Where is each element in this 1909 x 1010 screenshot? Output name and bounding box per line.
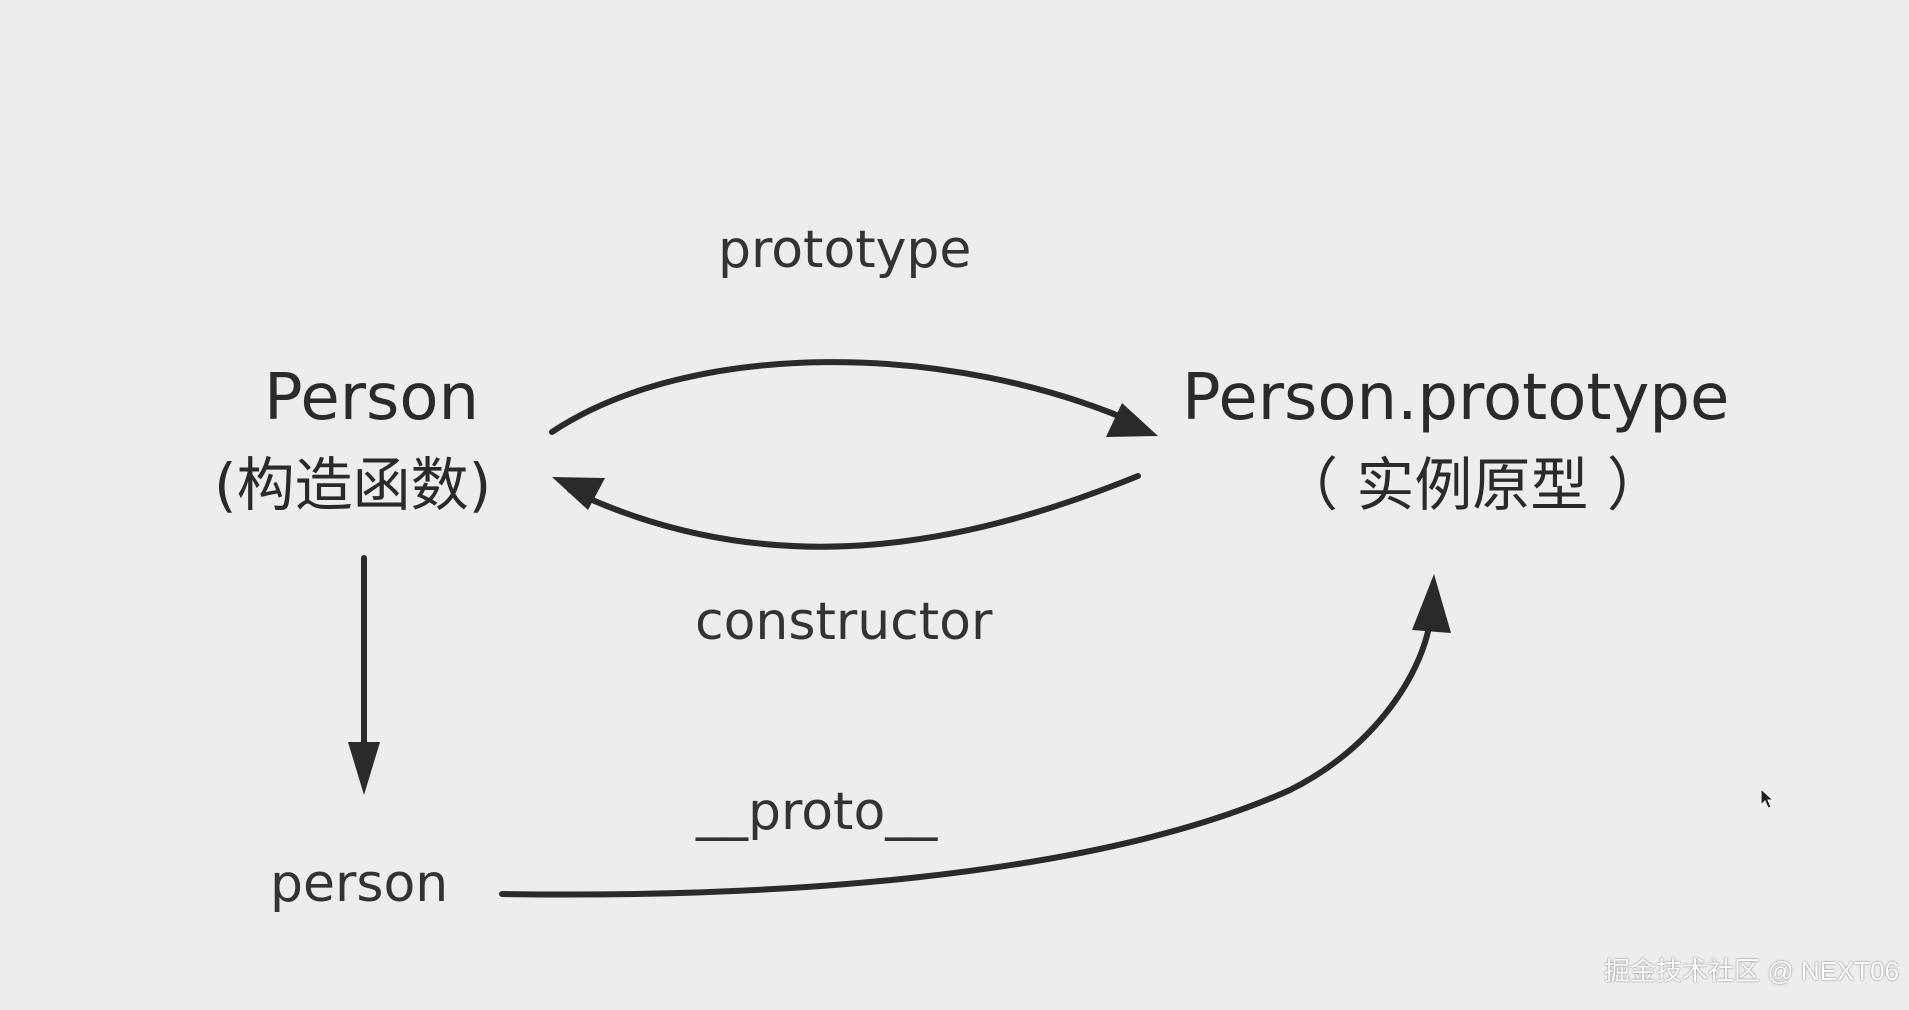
instance-node-name: person [270, 854, 449, 914]
constructor-node-name: Person [264, 361, 480, 435]
prototype-edge-label: prototype [718, 220, 972, 280]
constructor-edge-label: constructor [695, 592, 993, 652]
constructor-node-label: (构造函数) [214, 451, 492, 519]
proto-edge-label: __proto__ [696, 782, 938, 842]
prototype-arrowhead [1106, 403, 1158, 437]
constructor-arrow [567, 473, 1141, 550]
prototype-node-label: （ 实例原型 ） [1280, 451, 1665, 519]
instantiation-arrowhead [348, 742, 380, 795]
prototype-node-name: Person.prototype [1182, 361, 1730, 435]
proto-arrow [499, 619, 1433, 898]
proto-arrowhead [1412, 574, 1451, 633]
mouse-cursor-icon [1760, 788, 1774, 809]
constructor-arrowhead [552, 477, 605, 510]
prototype-arrow [549, 359, 1143, 435]
watermark-text: 掘金技术社区 @ NEXT06 [1604, 956, 1900, 986]
